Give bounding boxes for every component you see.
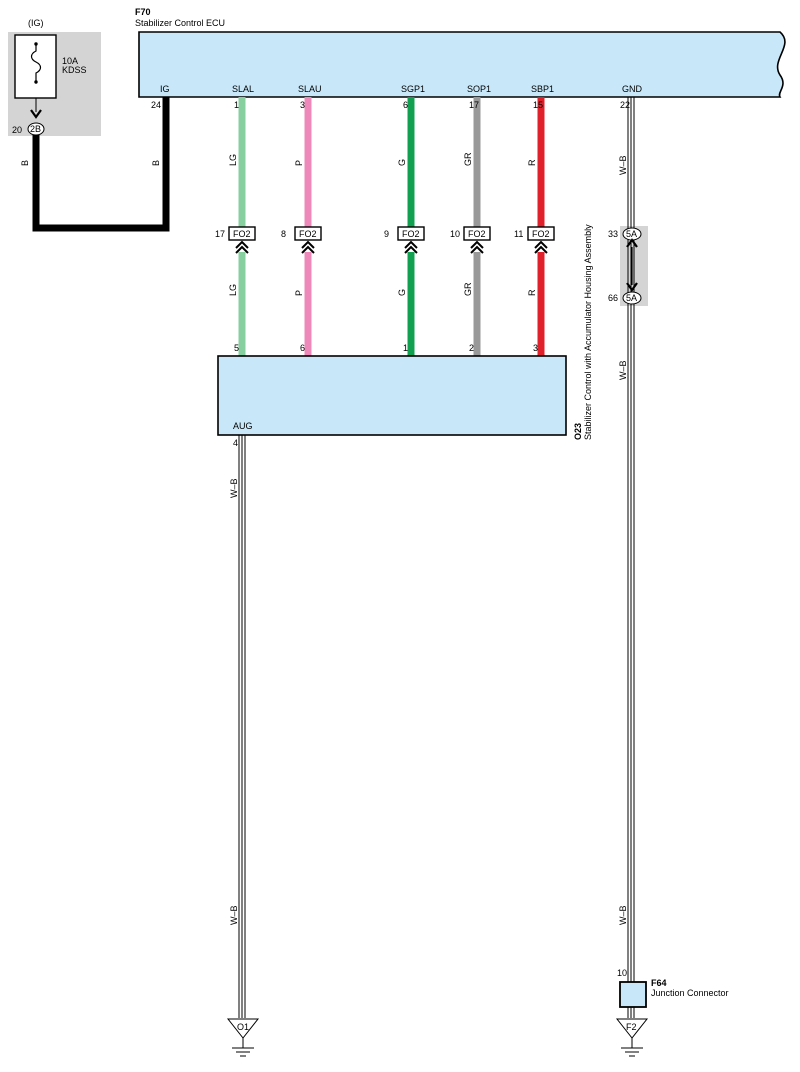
- wire-ig-b: [32, 97, 170, 232]
- connector-label-sbp1: FO2: [532, 229, 550, 239]
- connector-fo2-slau: [294, 226, 322, 241]
- gnd-connector-pin-b: 66: [608, 293, 618, 303]
- ecu-label-sop1: SOP1: [467, 84, 491, 94]
- accumulator-aug-pin: 4: [233, 438, 238, 448]
- svg-text:2B: 2B: [30, 124, 41, 134]
- wire-code-gnd-mid: W–B: [618, 360, 628, 380]
- ecu-ig-label: IG: [160, 84, 170, 94]
- chevron-up-icon: [470, 245, 484, 254]
- ecu-pin-slau: 3: [300, 100, 305, 110]
- connector-fo2-sbp1: [527, 226, 555, 241]
- ground-icon-f2: [615, 1018, 649, 1057]
- junction-code: F64: [651, 978, 667, 988]
- ecu-pin-sgp1: 6: [403, 100, 408, 110]
- connector-pin-sgp1: 9: [384, 229, 389, 239]
- connector-fo2-sgp1: [397, 226, 425, 241]
- ecu-code: F70: [135, 7, 151, 17]
- chevron-up-icon: [301, 245, 315, 254]
- connector-pin-sop1: 10: [450, 229, 460, 239]
- wire-code-b-right: B: [151, 160, 161, 166]
- accumulator-pin-sbp1: 3: [533, 343, 538, 353]
- wire-code-sgp1-upper: G: [397, 159, 407, 166]
- ecu-pin-sop1: 17: [469, 100, 479, 110]
- chevron-up-icon: [534, 245, 548, 254]
- ecu-name: Stabilizer Control ECU: [135, 18, 225, 28]
- connector-label-slal: FO2: [233, 229, 251, 239]
- ecu-gnd-label: GND: [622, 84, 643, 94]
- connector-pin-sbp1: 11: [514, 229, 523, 239]
- wire-code-sbp1-upper: R: [527, 159, 537, 166]
- accumulator-pin-slal: 5: [234, 343, 239, 353]
- wire-code-aug-bottom: W–B: [229, 905, 239, 925]
- connector-arrow-up-icon: [626, 238, 638, 248]
- wire-code-sbp1-lower: R: [527, 289, 537, 296]
- fuse-supply-label: (IG): [28, 18, 44, 28]
- connector-label-sop1: FO2: [468, 229, 486, 239]
- ground-icon-o1: [226, 1018, 260, 1057]
- wire-code-sop1-lower: GR: [463, 282, 473, 296]
- accumulator-pin-sop1: 2: [469, 343, 474, 353]
- connector-pin-slau: 8: [281, 229, 286, 239]
- chevron-up-icon: [301, 240, 315, 249]
- chevron-up-icon: [235, 240, 249, 249]
- wire-code-b-left: B: [20, 160, 30, 166]
- svg-text:5A: 5A: [626, 229, 637, 239]
- connector-5a-bottom: [622, 291, 642, 305]
- wire-code-gnd-top: W–B: [618, 155, 628, 175]
- connector-fo2-sop1: [463, 226, 491, 241]
- wire-code-gnd-bottom: W–B: [618, 905, 628, 925]
- wire-code-sop1-upper: GR: [463, 152, 473, 166]
- junction-pin: 10: [617, 968, 627, 978]
- fuse-name: KDSS: [62, 65, 87, 75]
- accumulator-pin-slau: 6: [300, 343, 305, 353]
- ecu-pin-slal: 1: [234, 100, 239, 110]
- chevron-up-icon: [404, 245, 418, 254]
- wire-code-sgp1-lower: G: [397, 289, 407, 296]
- junction-connector-box: [619, 981, 647, 1008]
- ecu-gnd-pin: 22: [620, 100, 630, 110]
- connector-arrow-icon: [30, 109, 42, 119]
- connector-label-slau: FO2: [299, 229, 317, 239]
- gnd-connector-pin-a: 33: [608, 229, 618, 239]
- svg-text:5A: 5A: [626, 293, 637, 303]
- connector-arrow-down-icon: [626, 282, 638, 292]
- ecu-ig-pin: 24: [151, 100, 161, 110]
- accumulator-pin-sgp1: 1: [403, 343, 408, 353]
- fuse-pin: 20: [12, 125, 22, 135]
- wire-code-slau-upper: P: [294, 160, 304, 166]
- fuse-icon: [30, 44, 42, 82]
- ecu-label-sgp1: SGP1: [401, 84, 425, 94]
- ecu-box: [138, 31, 786, 98]
- ground-f2-label: F2: [626, 1022, 637, 1032]
- fuse-rating: 10A: [62, 56, 78, 66]
- accumulator-box: [217, 355, 567, 436]
- signal-wires: SLAL1LGLGFO2175SLALSLAU3PPFO286SLAUSGP16…: [215, 84, 555, 371]
- ecu-label-sbp1: SBP1: [531, 84, 554, 94]
- connector-fo2-slal: [228, 226, 256, 241]
- connector-pin-slal: 17: [215, 229, 225, 239]
- accumulator-code: O23: [573, 423, 583, 440]
- wire-code-slal-lower: LG: [228, 284, 238, 296]
- accumulator-aug-label: AUG: [233, 421, 253, 431]
- junction-name: Junction Connector: [651, 988, 729, 998]
- chevron-up-icon: [470, 240, 484, 249]
- chevron-up-icon: [404, 240, 418, 249]
- chevron-up-icon: [534, 240, 548, 249]
- ecu-label-slal: SLAL: [232, 84, 254, 94]
- ecu-label-slau: SLAU: [298, 84, 322, 94]
- wire-code-slau-lower: P: [294, 290, 304, 296]
- accumulator-name: Stabilizer Control with Accumulator Hous…: [583, 224, 593, 440]
- chevron-up-icon: [235, 245, 249, 254]
- wire-aug-wb: [238, 435, 246, 1018]
- connector-label-sgp1: FO2: [402, 229, 420, 239]
- wire-code-aug-top: W–B: [229, 478, 239, 498]
- wire-code-slal-upper: LG: [228, 154, 238, 166]
- ecu-pin-sbp1: 15: [533, 100, 543, 110]
- ground-o1-label: O1: [237, 1022, 249, 1032]
